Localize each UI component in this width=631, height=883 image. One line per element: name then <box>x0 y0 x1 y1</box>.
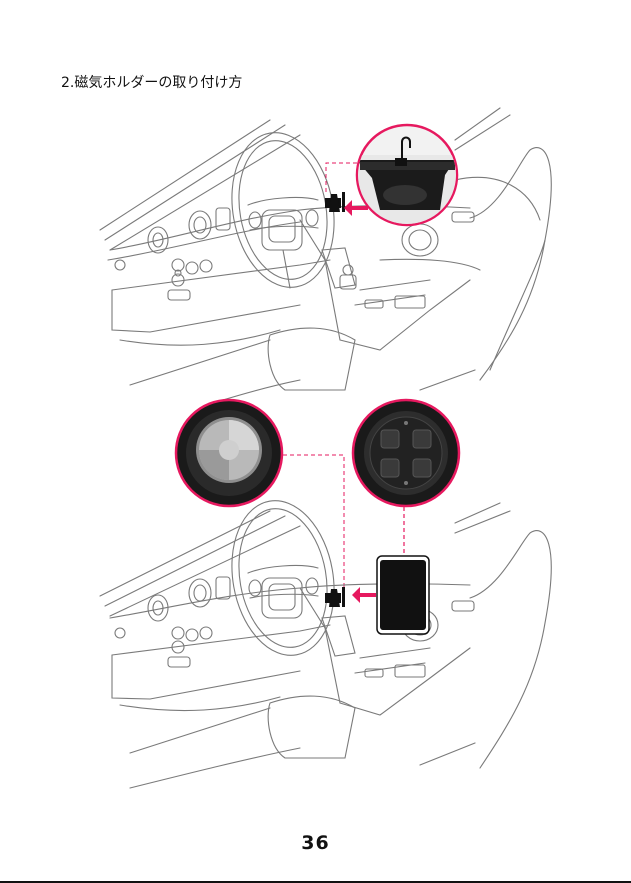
figure-phone-attached <box>0 393 631 793</box>
section-heading: 2.磁気ホルダーの取り付け方 <box>61 72 242 92</box>
metal-plate-closeup <box>176 400 282 506</box>
page-number: 36 <box>0 832 631 854</box>
figure-vent-mount <box>0 100 631 400</box>
holder-back-closeup <box>353 400 459 506</box>
vent-clip-closeup <box>355 125 465 225</box>
phone-device <box>377 556 429 634</box>
